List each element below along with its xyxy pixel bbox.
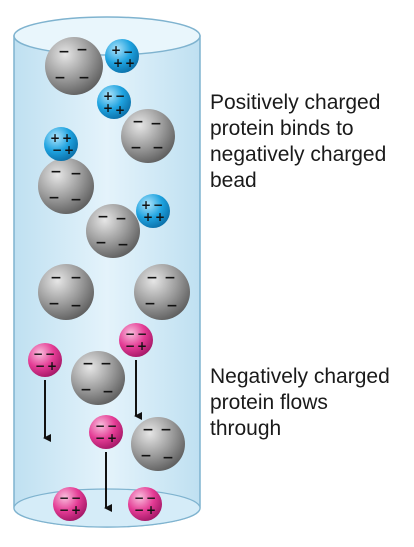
svg-text:+: + [103,101,113,115]
svg-text:+: + [113,56,123,70]
svg-text:−: − [102,384,114,400]
svg-text:−: − [117,237,129,253]
negative-bead: −− −− [71,351,125,405]
svg-text:+: + [103,89,113,103]
svg-text:−: − [45,347,55,361]
svg-text:−: − [50,164,62,180]
positive-protein: ++ −+ [44,127,78,161]
svg-text:+: + [143,210,153,224]
negative-bead: −− −− [86,204,140,258]
negative-protein: −− −+ [119,323,153,357]
svg-text:−: − [134,491,144,505]
svg-text:−: − [100,356,112,372]
svg-text:−: − [95,431,105,445]
negative-protein: −− −+ [28,343,62,377]
svg-text:−: − [71,491,81,505]
negative-bead: −− −− [131,417,185,471]
svg-text:−: − [54,70,66,86]
svg-text:−: − [144,296,156,312]
svg-text:−: − [78,70,90,86]
svg-text:−: − [58,44,70,60]
svg-text:−: − [125,339,135,353]
svg-text:−: − [70,270,82,286]
svg-text:−: − [164,270,176,286]
svg-text:+: + [111,43,121,57]
svg-text:+: + [107,431,117,445]
svg-text:+: + [62,131,72,145]
svg-text:−: − [48,190,60,206]
svg-text:−: − [146,491,156,505]
svg-text:−: − [153,198,163,212]
svg-text:+: + [125,56,135,70]
svg-text:−: − [70,298,82,314]
svg-text:−: − [95,235,107,251]
svg-text:−: − [97,209,109,225]
svg-text:+: + [47,359,57,373]
svg-text:+: + [50,131,60,145]
negative-protein: −− −+ [128,487,162,521]
svg-text:−: − [160,422,172,438]
positive-protein: +− ++ [105,39,139,73]
svg-text:−: − [59,491,69,505]
svg-text:−: − [123,45,133,59]
svg-text:−: − [137,327,147,341]
bound-protein-label: Positively charged protein binds to nega… [210,91,387,192]
positive-protein: +− ++ [97,85,131,119]
positive-protein: +− ++ [136,194,170,228]
svg-text:−: − [115,211,127,227]
svg-text:−: − [95,419,105,433]
svg-text:−: − [35,359,45,373]
svg-text:−: − [52,143,62,157]
svg-text:+: + [115,103,125,117]
negative-bead: −− −− [121,109,175,163]
svg-text:−: − [82,356,94,372]
svg-text:−: − [48,296,60,312]
svg-text:−: − [76,42,88,58]
negative-bead: −− −− [134,264,190,320]
svg-text:+: + [146,503,156,517]
svg-text:−: − [125,327,135,341]
svg-text:−: − [107,419,117,433]
svg-text:−: − [146,270,158,286]
svg-text:−: − [166,298,178,314]
flow-through-label: Negatively charged protein flows through [210,365,390,440]
svg-text:−: − [70,192,82,208]
svg-text:−: − [130,140,142,156]
svg-text:−: − [152,140,164,156]
svg-text:−: − [150,116,162,132]
svg-text:−: − [59,503,69,517]
svg-text:−: − [50,270,62,286]
svg-text:+: + [155,210,165,224]
negative-bead: −− −− [38,158,94,214]
svg-text:+: + [137,339,147,353]
svg-text:+: + [71,503,81,517]
negative-protein: −− −+ [89,415,123,449]
negative-bead: −− −− [38,264,94,320]
svg-text:−: − [142,422,154,438]
svg-text:−: − [80,382,92,398]
svg-text:−: − [33,347,43,361]
svg-text:−: − [70,166,82,182]
svg-text:−: − [132,114,144,130]
svg-text:−: − [162,450,174,466]
negative-bead: −− −− [45,37,103,95]
svg-text:+: + [64,143,74,157]
svg-text:−: − [134,503,144,517]
svg-text:−: − [140,448,152,464]
svg-text:+: + [141,198,151,212]
svg-text:−: − [115,89,125,103]
negative-protein: −− −+ [53,487,87,521]
